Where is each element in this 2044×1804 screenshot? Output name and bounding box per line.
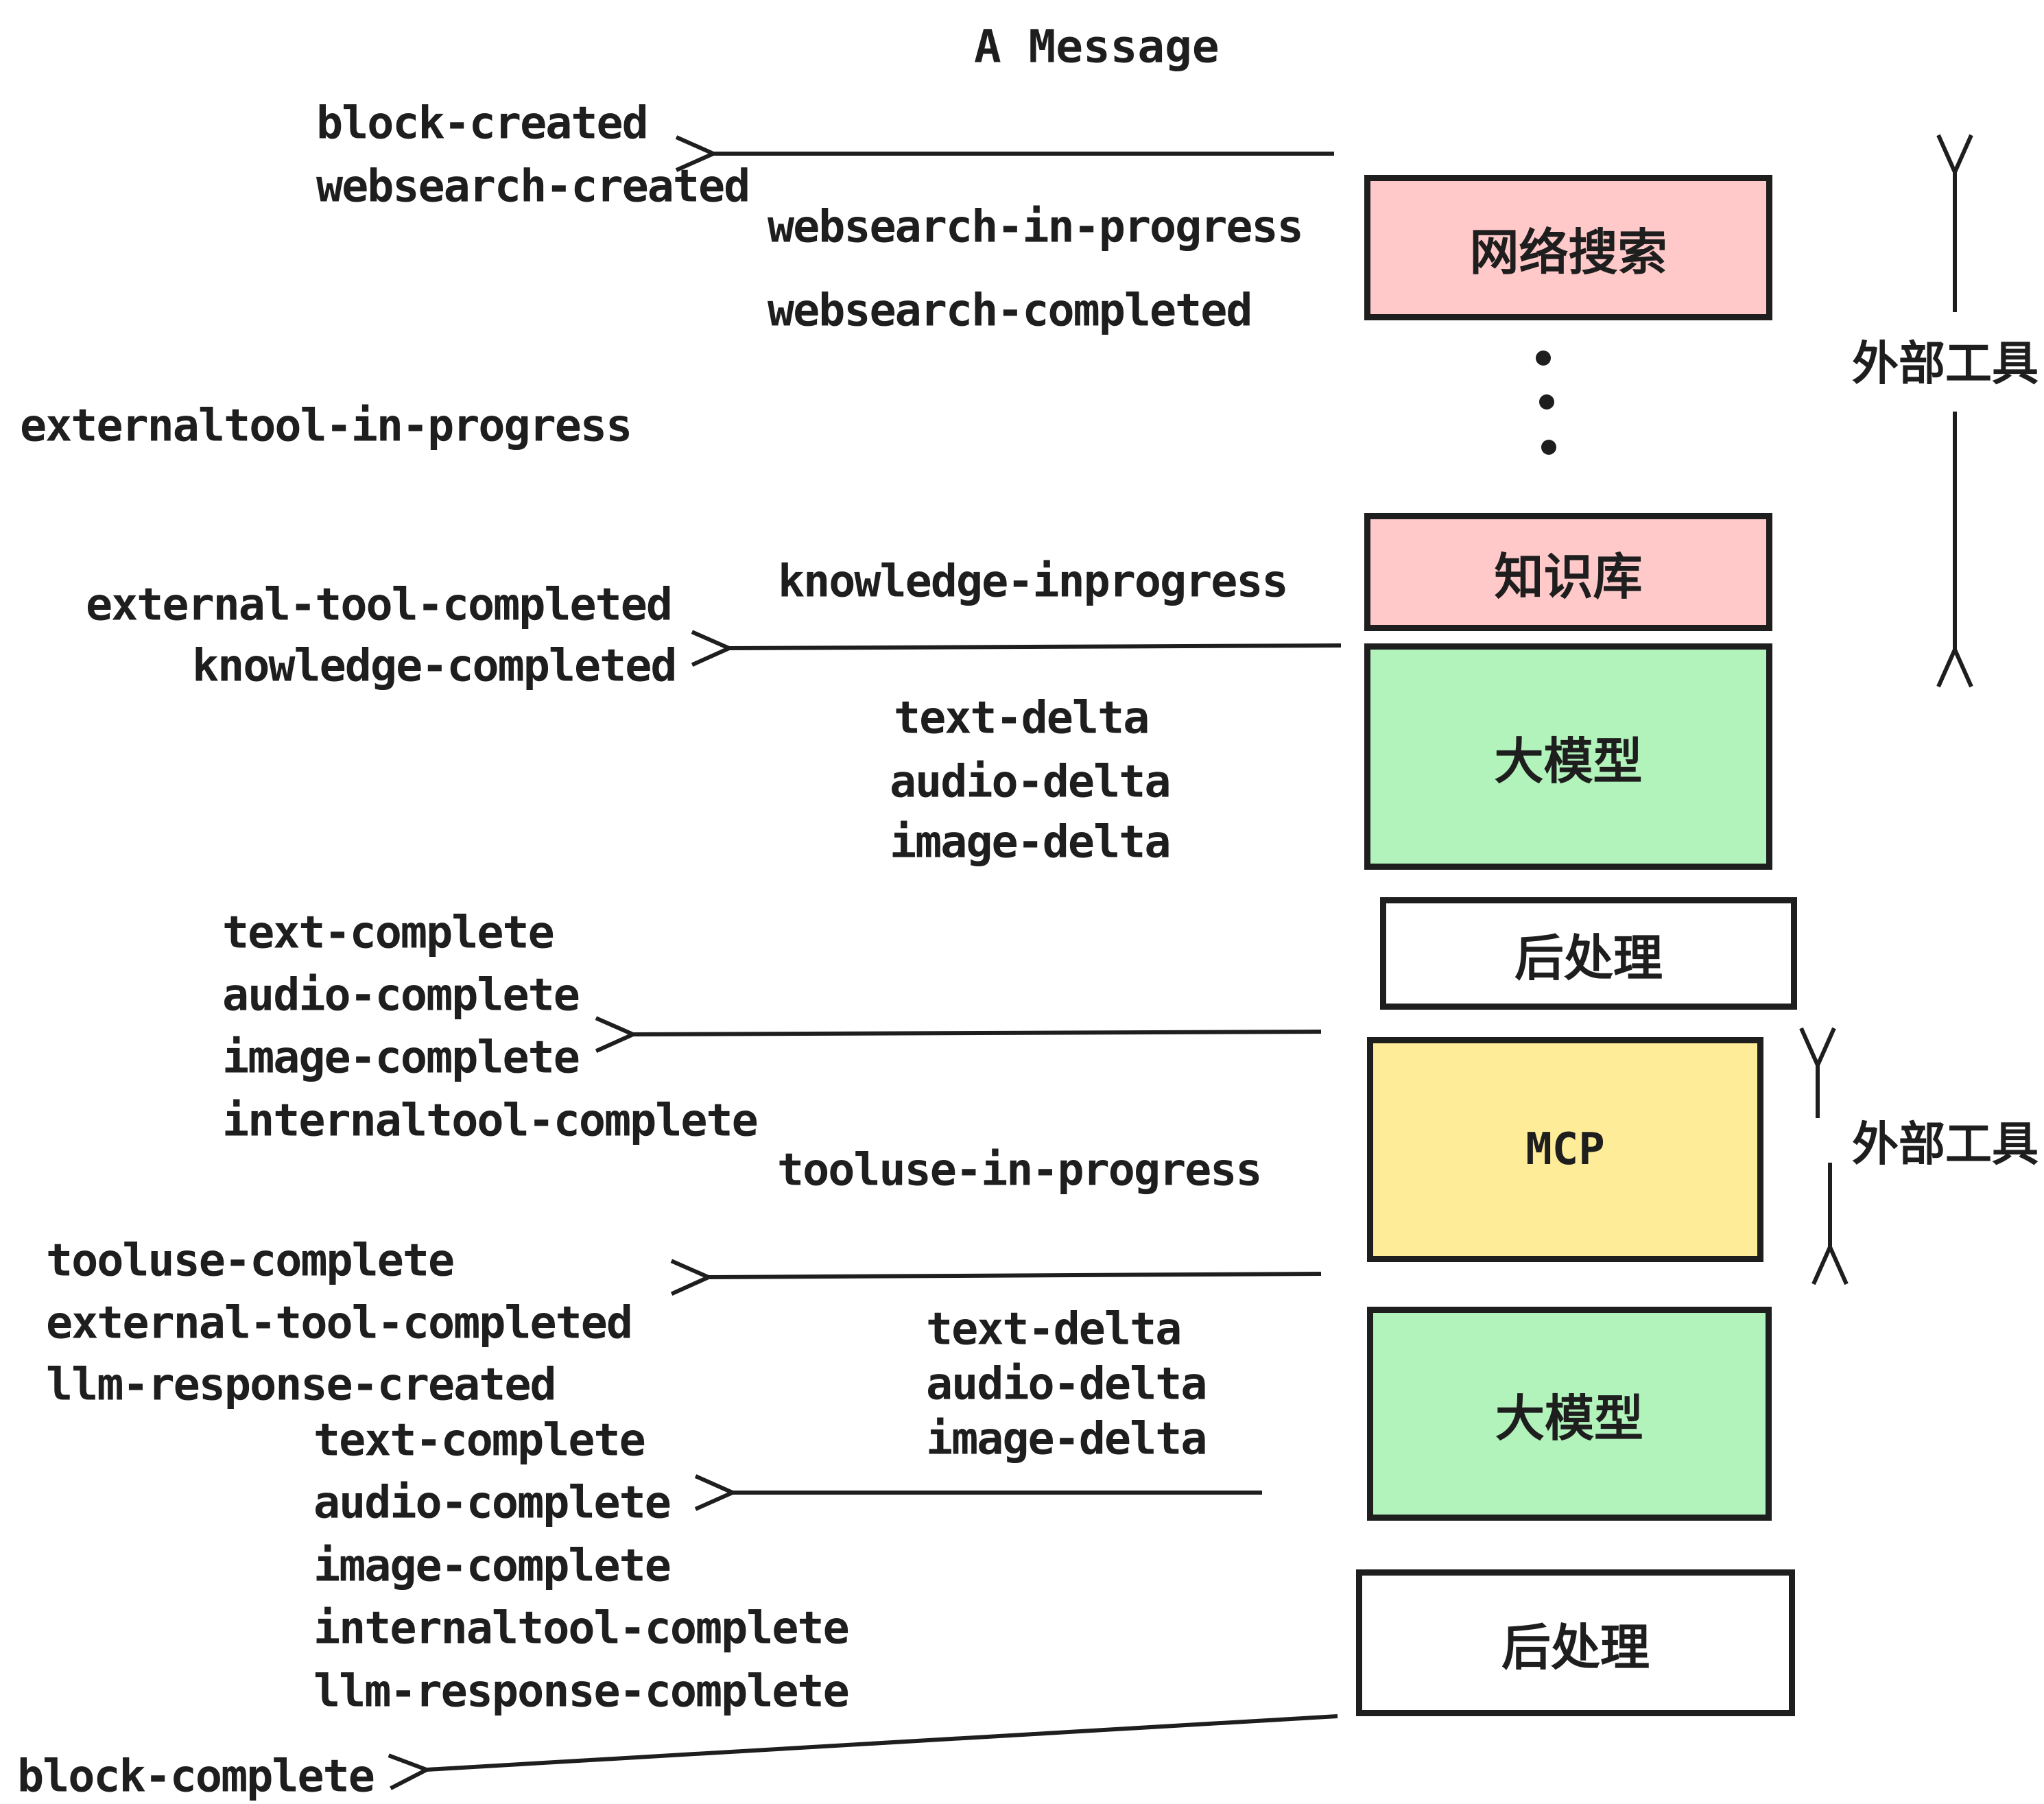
event-image-delta-1: image-delta [890,816,1171,868]
arrow-mcp-to-external-tool-completed [709,1274,1322,1277]
event-audio-delta-2: audio-delta [926,1358,1207,1410]
arrow-knowledge-to-knowledge-completed [729,645,1342,648]
box-llm-2: 大模型 [1367,1307,1772,1521]
event-llm-response-complete: llm-response-complete [313,1665,850,1718]
arrow-mcp-to-image-complete [633,1032,1322,1034]
event-external-tool-completed-2: external-tool-completed [46,1297,633,1349]
event-text-complete-2: text-complete [313,1414,646,1467]
box-postprocess-1: 后处理 [1380,897,1797,1010]
event-image-complete-1: image-complete [222,1032,580,1084]
box-llm-1-label: 大模型 [1494,734,1643,790]
event-websearch-created: websearch-created [316,161,750,213]
arrow-postprocess-to-block-complete [427,1714,1338,1770]
event-internaltool-complete-2: internaltool-complete [313,1602,850,1654]
event-audio-complete-1: audio-complete [222,969,580,1021]
event-text-complete-1: text-complete [222,907,555,959]
external-tools-label-1: 外部工具 [1852,337,2039,390]
event-internaltool-complete-1: internaltool-complete [222,1095,759,1147]
ellipsis-dots [1536,351,1556,455]
event-audio-complete-2: audio-complete [313,1477,672,1529]
event-tooluse-in-progress: tooluse-in-progress [777,1144,1263,1196]
event-block-complete: block-complete [17,1750,375,1803]
event-tooluse-complete: tooluse-complete [46,1235,455,1287]
event-knowledge-inprogress: knowledge-inprogress [778,556,1289,608]
event-text-delta-2: text-delta [926,1303,1182,1355]
box-knowledge: 知识库 [1364,513,1772,631]
box-websearch-label: 网络搜索 [1469,225,1667,281]
event-llm-response-created: llm-response-created [46,1359,557,1411]
event-externaltool-in-progress: externaltool-in-progress [20,400,632,452]
box-postprocess-2: 后处理 [1356,1569,1795,1716]
event-text-delta-1: text-delta [894,692,1150,744]
diagram-title: A Message [974,20,1220,73]
box-postprocess-1-label: 后处理 [1514,931,1663,986]
external-tools-label-2: 外部工具 [1852,1118,2039,1171]
event-image-complete-2: image-complete [313,1540,672,1592]
event-external-tool-completed-1: external-tool-completed [86,579,673,631]
box-knowledge-label: 知识库 [1494,549,1643,605]
event-websearch-in-progress: websearch-in-progress [768,201,1304,253]
box-llm-1: 大模型 [1364,643,1772,870]
event-knowledge-completed: knowledge-completed [192,640,678,692]
event-block-created: block-created [316,97,649,150]
event-audio-delta-1: audio-delta [890,756,1171,808]
event-websearch-completed: websearch-completed [768,285,1253,337]
box-mcp-label: MCP [1525,1124,1605,1175]
box-llm-2-label: 大模型 [1495,1391,1643,1447]
box-mcp: MCP [1367,1037,1763,1262]
box-websearch: 网络搜索 [1364,175,1772,320]
box-postprocess-2-label: 后处理 [1501,1620,1650,1676]
event-image-delta-2: image-delta [926,1413,1207,1465]
